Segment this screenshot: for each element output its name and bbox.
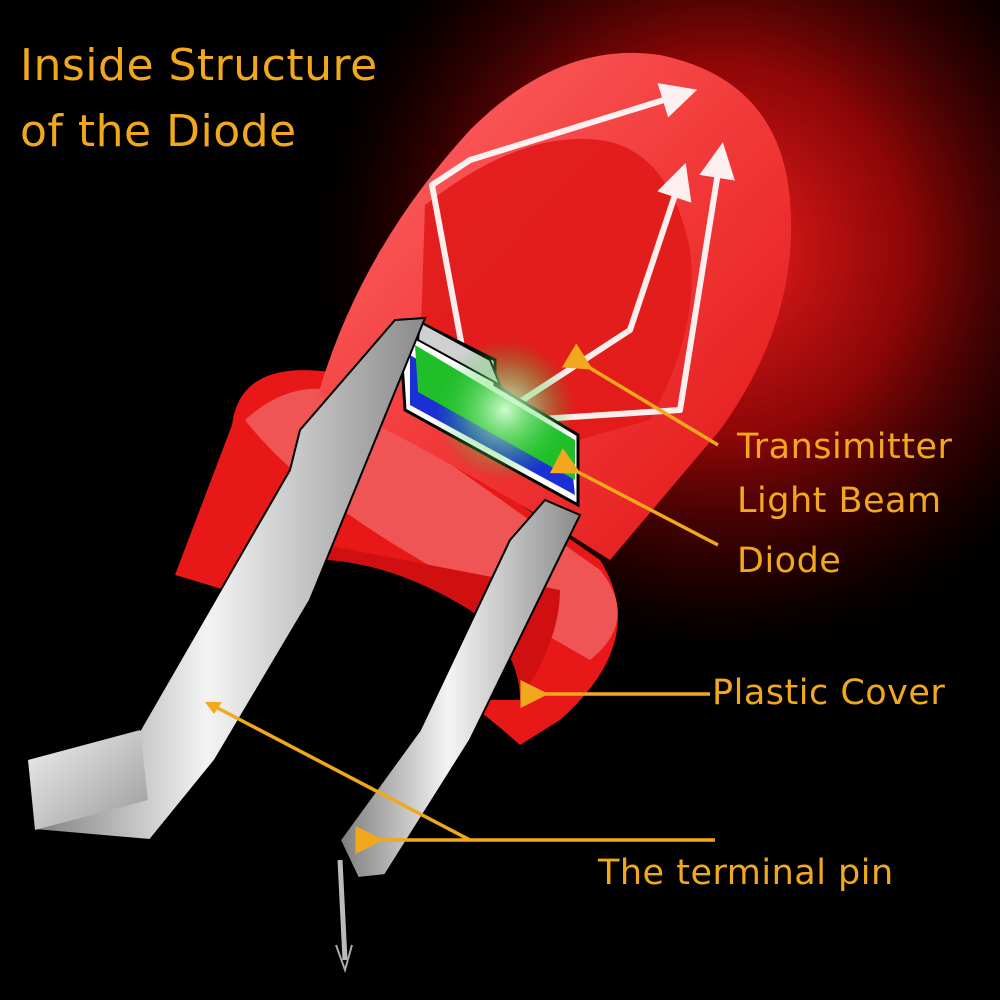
- terminal-pin-left: [26, 316, 427, 842]
- chip-glow: [435, 340, 575, 480]
- label-terminal-pin: The terminal pin: [598, 853, 894, 893]
- leader-lines: [205, 343, 719, 854]
- title-line-2: of the Diode: [20, 106, 297, 157]
- pin-tip: [337, 859, 348, 961]
- terminal-pin-right: [335, 498, 582, 974]
- label-transmitter: Transimitter: [737, 427, 953, 467]
- label-diode: Diode: [737, 541, 842, 581]
- label-plastic-cover: Plastic Cover: [712, 673, 946, 713]
- title-line-1: Inside Structure: [20, 40, 378, 91]
- diode-chip: [400, 317, 580, 508]
- pin-tip-arrow: [335, 944, 353, 974]
- leader-transmitter: [561, 343, 719, 447]
- leader-diode: [549, 448, 719, 547]
- label-light-beam: Light Beam: [737, 481, 942, 521]
